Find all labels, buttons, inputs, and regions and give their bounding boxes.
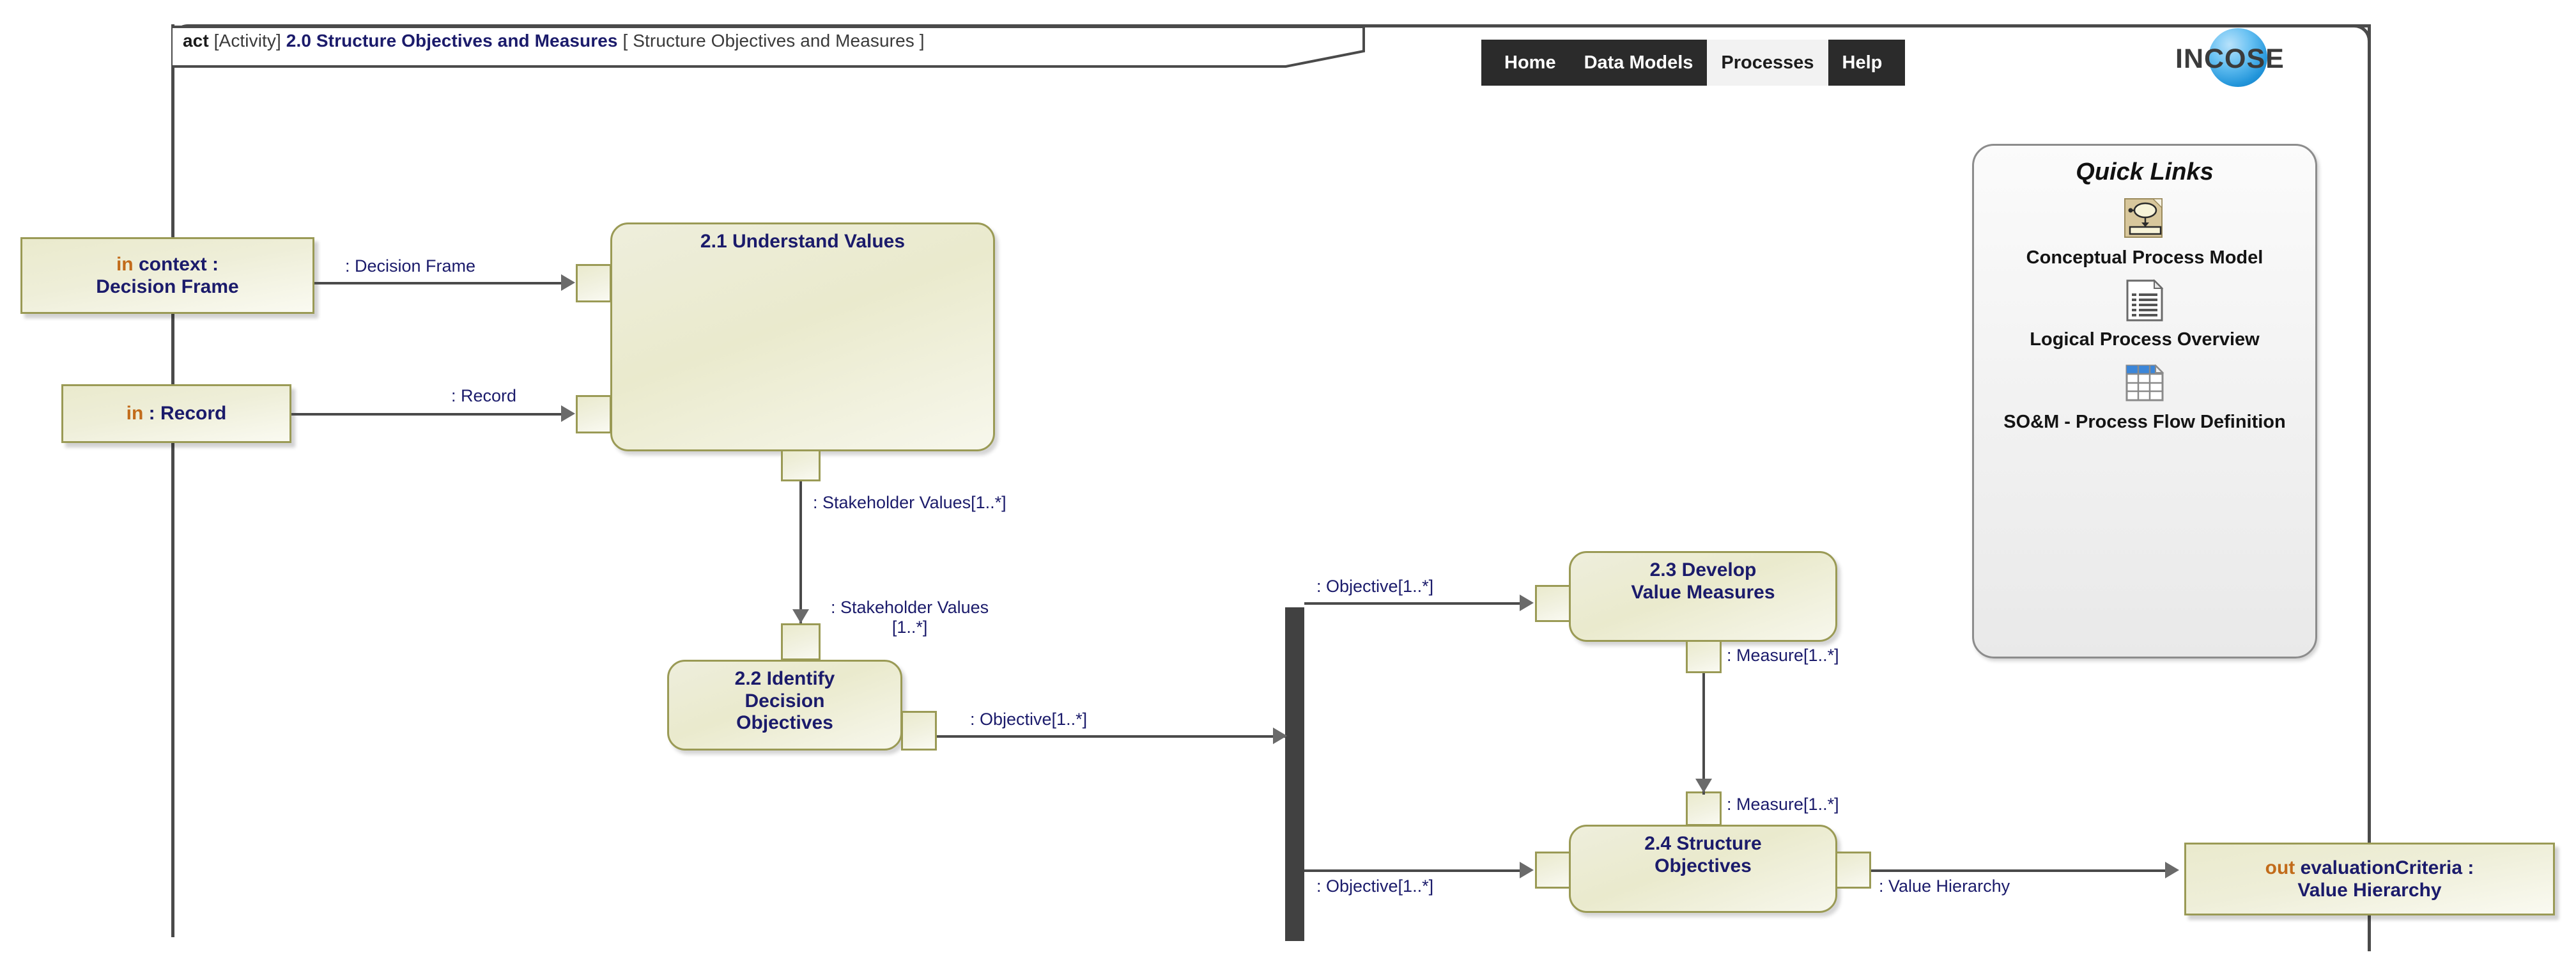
process-model-icon (2122, 196, 2167, 241)
arrow-objective-to-2-3 (1520, 595, 1534, 611)
edge-measure (1702, 673, 1705, 795)
action-2-4-title-line-2: Objectives (1654, 855, 1752, 876)
frame-left-border (171, 24, 174, 937)
action-2-2-title-line-1: 2.2 Identify (734, 668, 835, 689)
quick-link-som-process-flow-definition[interactable]: SO&M - Process Flow Definition (1974, 361, 2315, 432)
action-2-2-input-pin-stakeholder-values[interactable] (781, 623, 821, 660)
parameter-type: Value Hierarchy (2297, 880, 2442, 901)
arrow-objective-to-2-4 (1520, 862, 1534, 878)
action-2-4-input-pin-objective[interactable] (1535, 852, 1571, 889)
edge-label-value-hierarchy: : Value Hierarchy (1879, 876, 2010, 896)
action-2-4-title-line-1: 2.4 Structure (1644, 833, 1762, 854)
action-2-1-title: 2.1 Understand Values (700, 231, 906, 252)
nav-item-help[interactable]: Help (1842, 52, 1883, 73)
parameter-direction-in: in (116, 253, 134, 275)
action-2-2-title-line-3: Objectives (736, 712, 833, 733)
arrow-value-hierarchy (2165, 862, 2179, 878)
quick-links-title: Quick Links (2076, 159, 2214, 185)
edge-label-stakeholder-values-in-line2: [1..*] (891, 617, 928, 637)
edge-decision-frame (314, 282, 564, 284)
edge-label-record: : Record (451, 386, 517, 405)
spreadsheet-table-icon (2122, 361, 2167, 405)
action-2-3-title-line-2: Value Measures (1631, 581, 1775, 603)
parameter-direction-out: out (2265, 857, 2295, 878)
arrow-decision-frame (561, 274, 575, 291)
action-2-3-title-line-1: 2.3 Develop (1649, 559, 1757, 580)
parameter-type: : Record (148, 403, 227, 424)
parameter-direction-in: in (126, 403, 144, 424)
document-list-icon (2122, 278, 2167, 323)
globe-sphere-icon (2209, 28, 2267, 87)
quick-links-panel: Quick Links Conceptual Process Model (1972, 144, 2317, 658)
top-navigation-bar: Home Data Models Processes Help (1481, 40, 1906, 86)
action-2-2-title-line-2: Decision (744, 690, 825, 712)
output-parameter-text: out evaluationCriteria : Value Hierarchy (2265, 857, 2474, 902)
quick-link-conceptual-process-model[interactable]: Conceptual Process Model (1974, 196, 2315, 268)
nav-item-processes[interactable]: Processes (1707, 40, 1828, 86)
input-parameter-record[interactable]: in : Record (61, 384, 291, 443)
frame-keyword: act (183, 31, 209, 51)
frame-parameters: [ Structure Objectives and Measures ] (622, 31, 925, 51)
input-parameter-decision-frame[interactable]: in context : Decision Frame (20, 237, 314, 314)
nav-item-home[interactable]: Home (1504, 52, 1556, 73)
quick-link-label: Logical Process Overview (2030, 329, 2260, 350)
frame-corner-top-right (2349, 24, 2371, 46)
action-2-1-input-pin-record[interactable] (576, 395, 612, 433)
edge-value-hierarchy (1871, 869, 2166, 872)
incose-wordmark: INCOSE (2175, 43, 2285, 74)
edge-label-stakeholder-values-in-line1: : Stakeholder Values (831, 598, 989, 617)
nav-right-pad (1896, 40, 1905, 86)
arrow-record (561, 405, 575, 422)
input-parameter-decision-frame-text: in context : Decision Frame (96, 253, 238, 299)
fork-node-bar[interactable] (1285, 607, 1304, 941)
edge-objective-to-2-3 (1304, 602, 1522, 605)
frame-name: 2.0 Structure Objectives and Measures (286, 31, 618, 51)
action-2-3-develop-value-measures[interactable]: 2.3 Develop Value Measures (1569, 551, 1837, 642)
input-parameter-record-text: in : Record (127, 402, 227, 424)
edge-label-objective-from-2-2: : Objective[1..*] (970, 710, 1088, 729)
edge-label-decision-frame: : Decision Frame (345, 256, 476, 276)
parameter-name: context : (138, 253, 219, 275)
edge-label-measure-out: : Measure[1..*] (1727, 646, 1839, 665)
action-2-2-output-pin-objective[interactable] (901, 711, 937, 751)
action-2-4-title: 2.4 Structure Objectives (1571, 827, 1835, 877)
action-2-2-title: 2.2 Identify Decision Objectives (669, 662, 900, 735)
quick-link-logical-process-overview[interactable]: Logical Process Overview (1974, 278, 2315, 350)
parameter-type: Decision Frame (96, 276, 239, 297)
parameter-name: evaluationCriteria : (2300, 857, 2474, 878)
quick-link-label: Conceptual Process Model (2026, 247, 2264, 268)
edge-objective-to-2-4 (1304, 869, 1522, 872)
edge-label-stakeholder-values-out: : Stakeholder Values[1..*] (813, 493, 1006, 512)
quick-link-label: SO&M - Process Flow Definition (2003, 411, 2286, 432)
edge-label-objective-to-2-3: : Objective[1..*] (1316, 577, 1434, 596)
diagram-header-label: act [Activity] 2.0 Structure Objectives … (183, 31, 925, 51)
incose-logo: INCOSE (2175, 27, 2322, 91)
action-2-4-input-pin-measure[interactable] (1686, 791, 1722, 826)
frame-stereotype: [Activity] (213, 31, 281, 51)
edge-label-stakeholder-values-in: : Stakeholder Values [1..*] (831, 598, 989, 637)
nav-item-data-models[interactable]: Data Models (1584, 52, 1693, 73)
output-parameter-evaluation-criteria[interactable]: out evaluationCriteria : Value Hierarchy (2184, 843, 2555, 915)
arrow-stakeholder-values (792, 609, 809, 623)
arrow-measure (1695, 779, 1712, 793)
action-2-4-structure-objectives[interactable]: 2.4 Structure Objectives (1569, 825, 1837, 913)
frame-top-border (192, 24, 2371, 27)
action-2-1-understand-values[interactable]: 2.1 Understand Values (610, 222, 995, 451)
action-2-3-input-pin-objective[interactable] (1535, 585, 1571, 622)
edge-stakeholder-values (799, 481, 802, 623)
edge-label-objective-to-2-4: : Objective[1..*] (1316, 876, 1434, 896)
nav-left-pad (1481, 40, 1490, 86)
edge-objective-to-fork (937, 735, 1286, 738)
action-2-2-identify-decision-objectives[interactable]: 2.2 Identify Decision Objectives (667, 660, 902, 751)
frame-right-border (2368, 24, 2371, 951)
edge-label-measure-in: : Measure[1..*] (1727, 795, 1839, 814)
action-2-1-output-pin-stakeholder-values[interactable] (781, 449, 821, 481)
action-2-1-input-pin-decision-frame[interactable] (576, 264, 612, 302)
arrow-objective-to-fork (1273, 728, 1287, 744)
action-2-3-title: 2.3 Develop Value Measures (1571, 553, 1835, 603)
action-2-3-output-pin-measure[interactable] (1686, 640, 1722, 673)
edge-record (291, 413, 564, 416)
action-2-4-output-pin-value-hierarchy[interactable] (1835, 852, 1871, 889)
